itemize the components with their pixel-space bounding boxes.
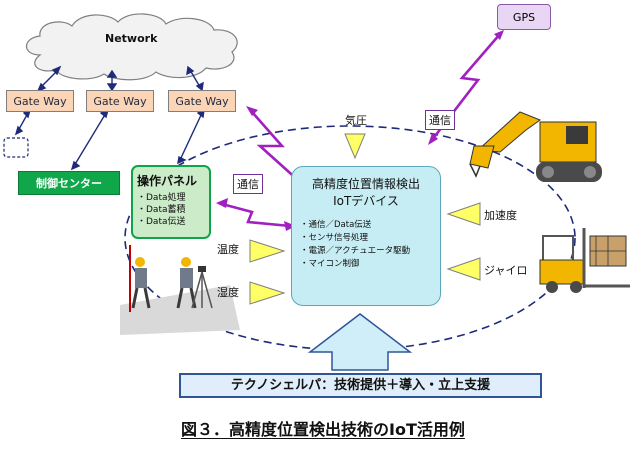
control-panel-item: ・Data蓄積 <box>137 205 186 215</box>
iot-device-item: ・電源／アクチュエータ駆動 <box>300 246 411 256</box>
iot-device-item: ・通信／Data伝送 <box>300 220 372 230</box>
iot-device-item: ・センサ信号処理 <box>300 233 369 243</box>
excavator-icon <box>469 111 602 182</box>
control-panel-title: 操作パネル <box>137 174 198 188</box>
support-box: テクノシェルパ：技術提供＋導入・立上支援 <box>179 373 542 398</box>
control-panel-item: ・Data処理 <box>137 193 186 203</box>
extra-device-box <box>3 137 29 158</box>
humidity-label: 湿度 <box>217 286 239 299</box>
cloud-icon <box>25 13 238 81</box>
support-up-arrow <box>307 313 413 371</box>
control-panel-box: 操作パネル ・Data処理 ・Data蓄積 ・Data伝送 <box>131 165 211 239</box>
gyro-label: ジャイロ <box>484 264 528 277</box>
gateway-2: Gate Way <box>86 90 154 112</box>
sensor-triangles <box>249 133 481 305</box>
humidity-sensor-triangle <box>249 281 286 305</box>
iot-boundary-ellipse <box>124 125 576 351</box>
iot-device-item: ・マイコン制御 <box>300 259 360 269</box>
iot-device-title-line1: 高精度位置情報検出 <box>311 177 420 191</box>
pressure-label: 気圧 <box>345 114 367 127</box>
comm-label-panel: 通信 <box>233 174 263 194</box>
gateway-links <box>14 108 205 171</box>
temperature-label: 温度 <box>217 243 239 256</box>
network-links <box>36 65 204 93</box>
control-center-box: 制御センター <box>18 171 120 195</box>
figure-caption: 図３．高精度位置検出技術のIoT活用例 <box>181 420 465 439</box>
gyro-sensor-triangle <box>446 257 481 281</box>
network-label: Network <box>105 32 158 45</box>
comm-label-gps: 通信 <box>425 110 455 130</box>
temperature-sensor-triangle <box>249 239 286 263</box>
iot-device-box: 高精度位置情報検出 IoTデバイス ・通信／Data伝送 ・センサ信号処理 ・電… <box>291 166 441 306</box>
surveyor-icon <box>120 245 240 335</box>
acceleration-label: 加速度 <box>484 209 517 222</box>
gateway-1: Gate Way <box>6 90 74 112</box>
iot-device-title-line2: IoTデバイス <box>333 194 399 208</box>
control-panel-item: ・Data伝送 <box>137 217 186 227</box>
gateway-3: Gate Way <box>168 90 236 112</box>
forklift-icon <box>539 228 630 293</box>
comm-links <box>221 33 501 228</box>
acceleration-sensor-triangle <box>446 202 481 226</box>
pressure-sensor-triangle <box>344 133 366 160</box>
gps-box: GPS <box>497 4 551 30</box>
